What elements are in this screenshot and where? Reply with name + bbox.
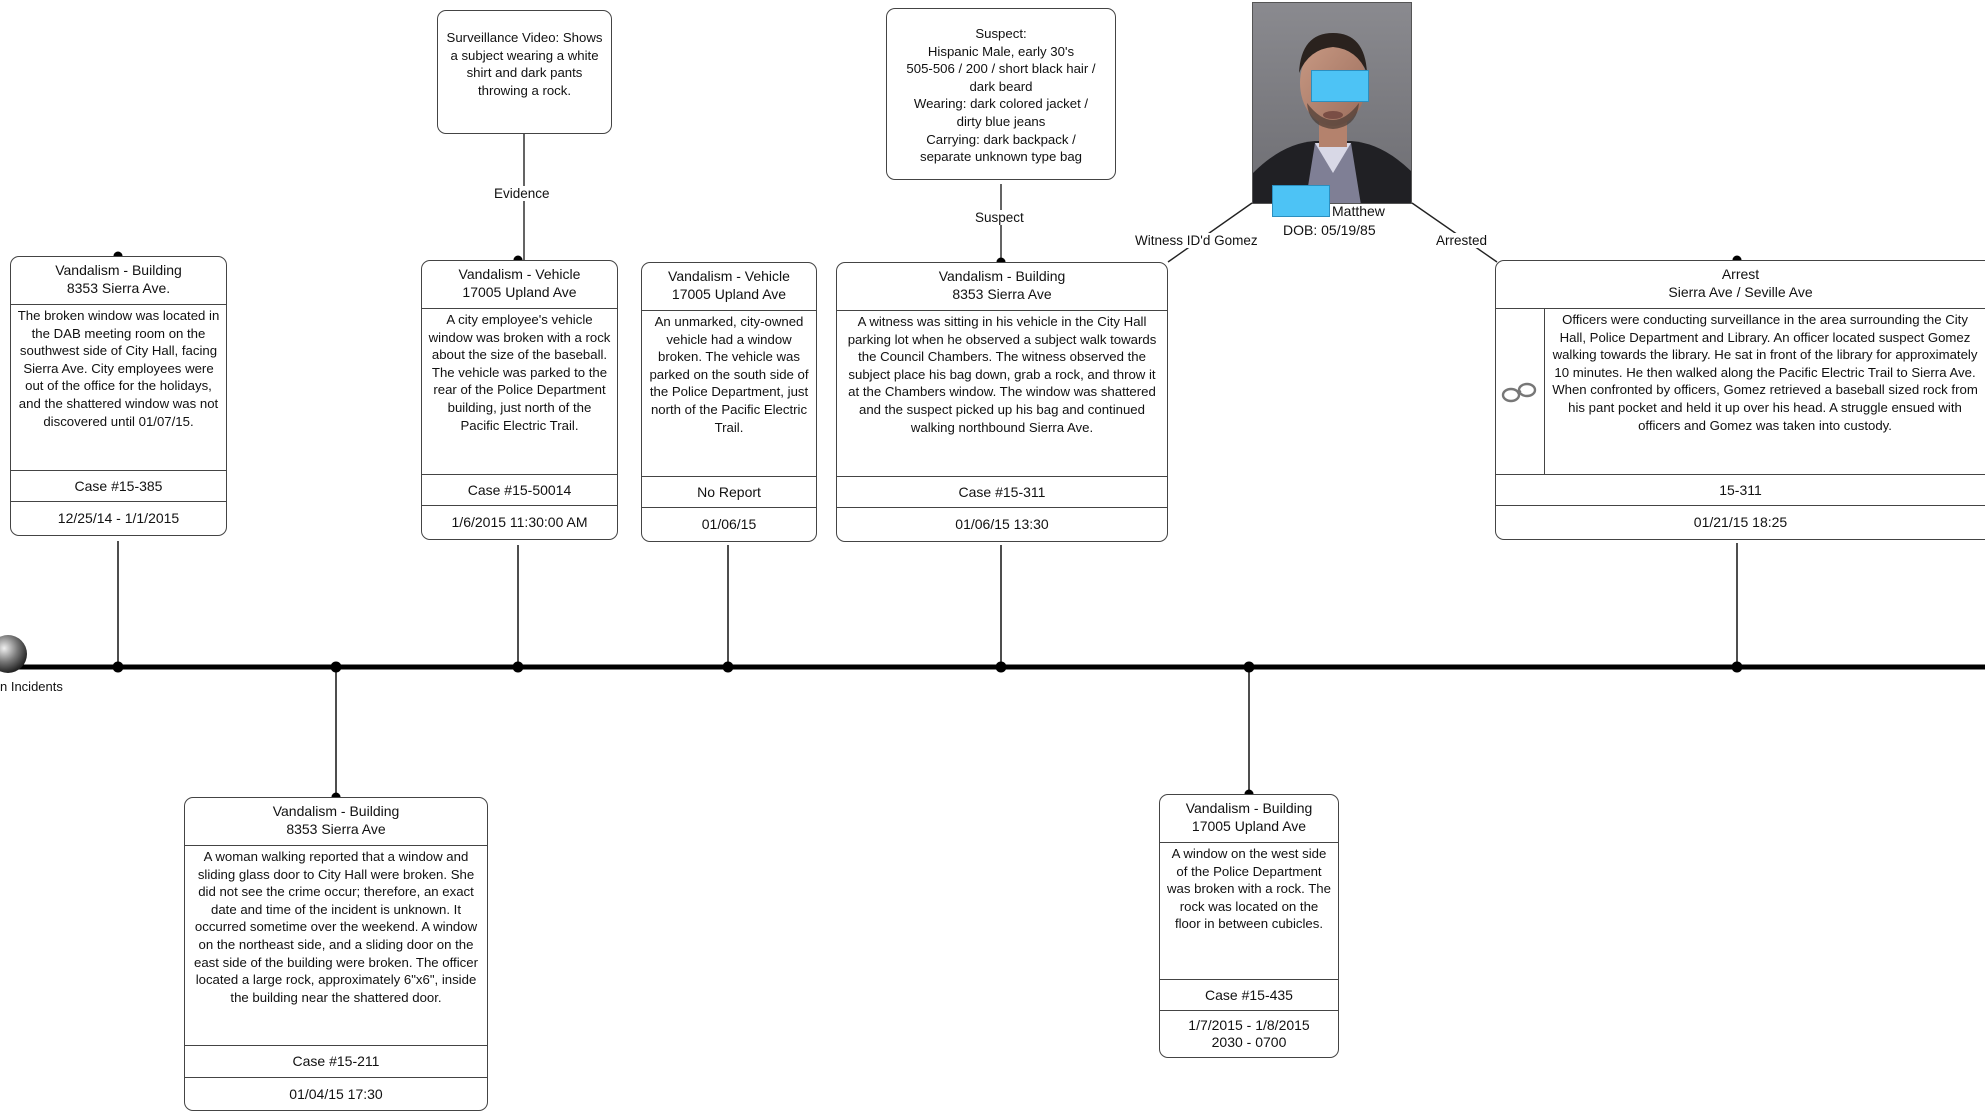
handcuffs-icon xyxy=(1496,309,1545,474)
event-description: A city employee's vehicle window was bro… xyxy=(422,308,617,474)
event-case: Case #15-311 xyxy=(837,476,1167,507)
redaction-box xyxy=(1272,185,1330,217)
event-case: Case #15-50014 xyxy=(422,474,617,505)
redaction-box xyxy=(1311,70,1369,102)
event-description: A window on the west side of the Police … xyxy=(1160,842,1338,979)
event-description-text: Officers were conducting surveillance in… xyxy=(1552,312,1978,433)
suspect-label: Suspect xyxy=(973,210,1026,225)
suspect-note[interactable]: Suspect: Hispanic Male, early 30's 505-5… xyxy=(886,8,1116,180)
event-case: Case #15-385 xyxy=(11,470,226,501)
event-description: A witness was sitting in his vehicle in … xyxy=(837,310,1167,476)
event-description: An unmarked, city-owned vehicle had a wi… xyxy=(642,310,816,476)
event-description: The broken window was located in the DAB… xyxy=(11,304,226,470)
event-case: Case #15-435 xyxy=(1160,979,1338,1010)
event-date: 01/06/15 13:30 xyxy=(837,507,1167,541)
event-description: A woman walking reported that a window a… xyxy=(185,845,487,1045)
arrested-label: Arrested xyxy=(1434,233,1490,248)
evidence-label: Evidence xyxy=(492,186,552,201)
event-case: Case #15-211 xyxy=(185,1045,487,1077)
event-case: 15-311 xyxy=(1496,474,1985,505)
event-date: 01/21/15 18:25 xyxy=(1496,505,1985,539)
suspect-photo[interactable] xyxy=(1252,2,1412,204)
timeline-start-label: n Incidents xyxy=(0,679,63,694)
event-date: 1/6/2015 11:30:00 AM xyxy=(422,505,617,539)
event-date: 12/25/14 - 1/1/2015 xyxy=(11,501,226,535)
timeline-start-icon xyxy=(0,635,27,673)
event-description: Officers were conducting surveillance in… xyxy=(1496,308,1985,474)
event-date: 01/04/15 17:30 xyxy=(185,1077,487,1110)
person-dob: DOB: 05/19/85 xyxy=(1283,222,1376,238)
surveillance-note[interactable]: Surveillance Video: Shows a subject wear… xyxy=(437,10,612,134)
mugshot-image xyxy=(1253,3,1411,203)
person-name: Matthew xyxy=(1332,203,1385,219)
event-date: 01/06/15 xyxy=(642,507,816,541)
event-case: No Report xyxy=(642,476,816,507)
witness-label: Witness ID'd Gomez xyxy=(1133,233,1260,248)
